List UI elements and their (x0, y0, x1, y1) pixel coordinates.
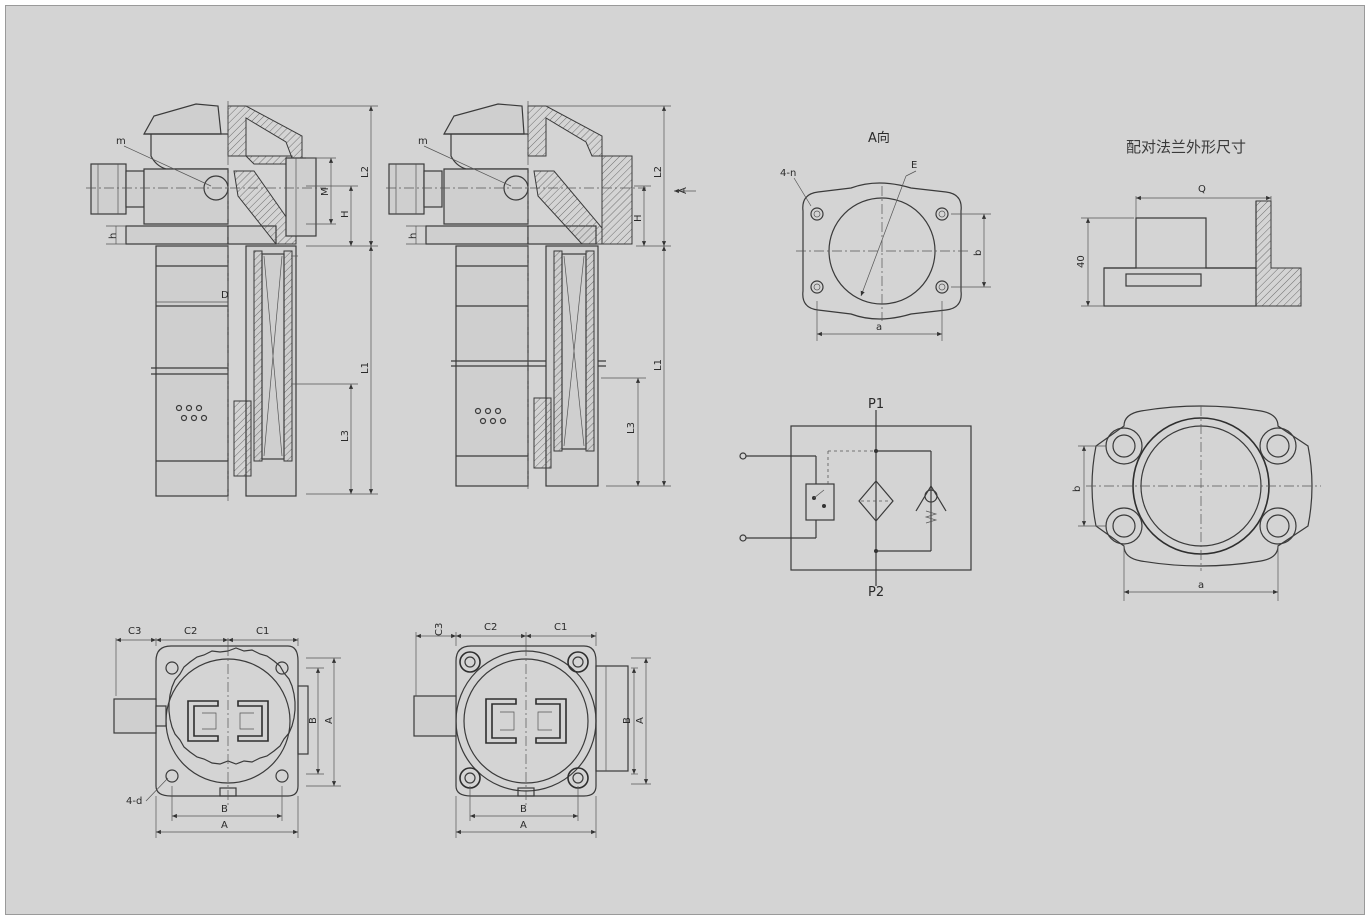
dim-label-b-view: b (973, 250, 984, 256)
dim-label-L3-1: L3 (340, 430, 351, 442)
dim-label-C2-2: C2 (484, 622, 497, 633)
dim-label-D-1: D (221, 290, 229, 301)
dim-label-A-bottom-2: A (520, 820, 527, 831)
dim-label-E: E (911, 160, 917, 171)
dim-label-L2-1: L2 (360, 166, 371, 178)
dim-label-L1-2: L1 (653, 359, 664, 371)
dim-label-H-1: H (340, 210, 351, 218)
dim-label-a-view: a (876, 322, 882, 333)
dim-label-C1-2: C1 (554, 622, 567, 633)
dim-label-Q: Q (1198, 184, 1206, 195)
symbol-port-p2: P2 (868, 585, 884, 600)
dim-label-a-flange: a (1198, 580, 1204, 591)
symbol-port-p1: P1 (868, 397, 884, 412)
filter-front-view-2 (386, 101, 696, 491)
dim-label-4d: 4-d (126, 796, 142, 807)
vent-holes (175, 404, 208, 422)
dim-label-C2-1: C2 (184, 626, 197, 637)
dim-label-L2-2: L2 (653, 166, 664, 178)
dim-label-m-1: m (116, 136, 126, 147)
dim-label-4n: 4-n (780, 168, 796, 179)
dim-label-B-side-1: B (308, 717, 319, 724)
dim-label-B-bottom-1: B (221, 804, 228, 815)
dim-label-A-bottom-1: A (221, 820, 228, 831)
mating-flange-side (1081, 195, 1302, 307)
dim-label-C3-1: C3 (128, 626, 141, 637)
dim-label-C3-2: C3 (434, 623, 445, 636)
dim-label-C1-1: C1 (256, 626, 269, 637)
drawing-sheet: m L2 H M L1 L3 h D (5, 5, 1365, 915)
dim-label-b-flange: b (1072, 486, 1083, 492)
dim-label-B-side-2: B (622, 717, 633, 724)
dim-label-h-1: h (108, 233, 119, 239)
dim-label-L3-2: L3 (626, 422, 637, 434)
hydraulic-symbol (739, 410, 972, 586)
filter-top-view-2 (413, 632, 651, 838)
dim-label-B-bottom-2: B (520, 804, 527, 815)
flange-a-view (793, 170, 991, 341)
dim-label-L1-1: L1 (360, 362, 371, 374)
filter-front-view-1 (86, 101, 378, 501)
dim-label-h-2: h (408, 233, 419, 239)
view-arrow-A: A (678, 187, 689, 194)
dim-label-m-2: m (418, 136, 428, 147)
dim-label-40: 40 (1076, 255, 1087, 268)
flange-title: 配对法兰外形尺寸 (1126, 138, 1246, 156)
dim-label-A-side-2: A (635, 717, 646, 724)
mating-flange-front (1078, 405, 1321, 601)
dim-label-A-side-1: A (324, 717, 335, 724)
dim-label-M-1: M (320, 187, 331, 196)
filter-top-view-1 (113, 637, 341, 838)
technical-drawing: m L2 H M L1 L3 h D (86, 101, 1321, 838)
view-a-title: A向 (868, 130, 890, 146)
vent-holes-2 (474, 407, 507, 425)
dim-label-H-2: H (633, 214, 644, 222)
